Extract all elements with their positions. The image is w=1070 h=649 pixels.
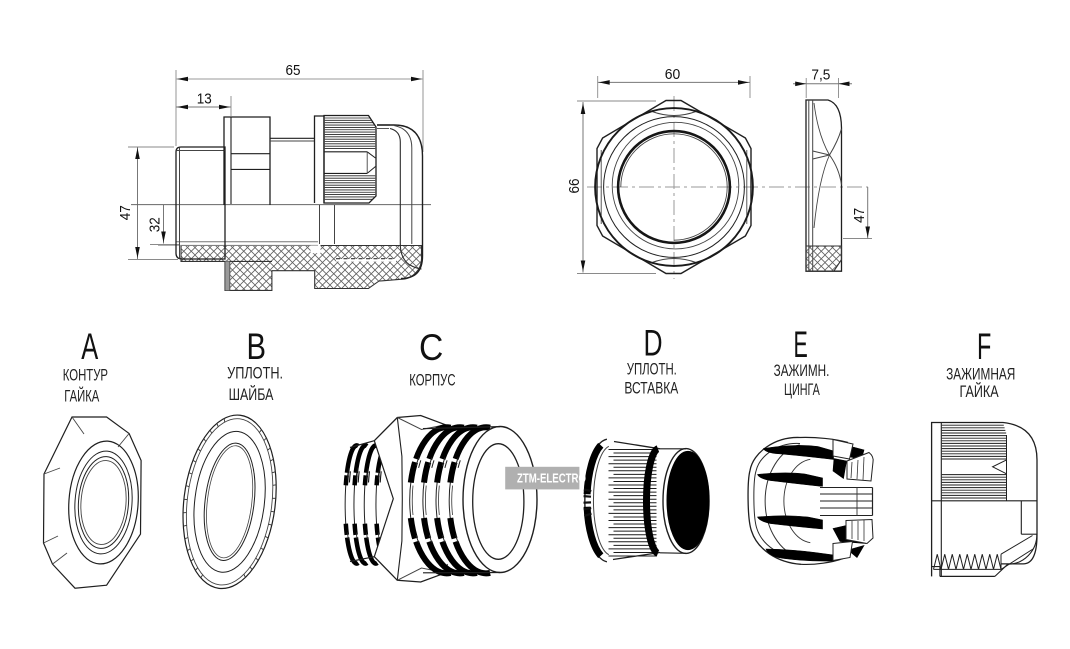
svg-text:ГАЙКА: ГАЙКА [960,382,1000,401]
svg-text:УПЛОТН.: УПЛОТН. [227,363,283,382]
svg-text:ЦИНГА: ЦИНГА [784,380,820,399]
svg-text:ЗАЖИМН.: ЗАЖИМН. [774,361,830,380]
svg-text:60: 60 [665,67,681,83]
svg-text:A: A [81,326,98,367]
svg-text:E: E [794,324,808,365]
svg-text:КОРПУС: КОРПУС [409,371,455,390]
svg-text:ВСТАВКА: ВСТАВКА [624,379,678,398]
svg-text:C: C [419,327,443,368]
svg-text:47: 47 [118,205,134,220]
svg-text:B: B [247,326,267,367]
svg-text:ЗАЖИМНАЯ: ЗАЖИМНАЯ [946,364,1015,383]
svg-text:13: 13 [197,92,212,108]
svg-text:65: 65 [286,63,301,79]
svg-text:КОНТУР: КОНТУР [63,366,108,385]
svg-text:D: D [643,323,662,364]
svg-text:ZTM-ELECTRO: ZTM-ELECTRO [517,470,586,485]
svg-text:ШАЙБА: ШАЙБА [229,385,274,404]
svg-text:47: 47 [852,208,868,223]
svg-text:УПЛОТН.: УПЛОТН. [627,360,677,379]
svg-text:7,5: 7,5 [811,68,830,84]
svg-text:ГАЙКА: ГАЙКА [64,387,99,406]
svg-text:32: 32 [148,217,164,232]
svg-text:F: F [977,326,991,367]
svg-text:66: 66 [567,179,583,194]
